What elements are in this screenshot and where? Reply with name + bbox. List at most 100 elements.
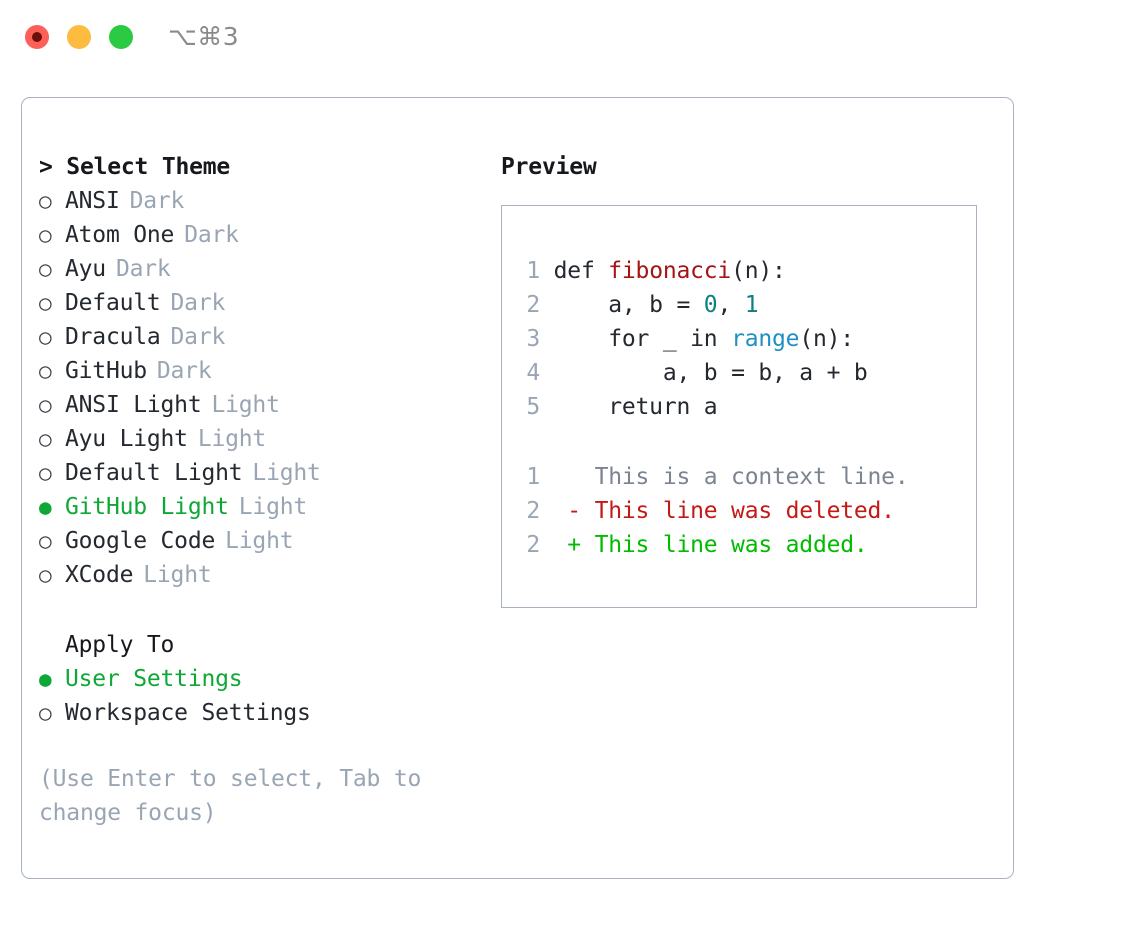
theme-list-item[interactable]: ○ ANSI Light Light [39,388,479,422]
theme-kind-label: Light [225,528,294,554]
apply-to-option[interactable]: ○ Workspace Settings [39,696,479,730]
theme-kind-label: Light [252,460,321,486]
code-line: 4 a, b = b, a + b [518,356,976,390]
code-token: , [717,292,745,318]
minimize-window-button[interactable] [67,25,91,49]
radio-unselected-icon: ○ [39,701,52,725]
code-token: def [553,258,609,284]
theme-kind-label: Dark [156,358,212,384]
radio-unselected-icon: ○ [39,189,52,213]
radio-unselected-icon: ○ [39,223,52,247]
theme-list-item[interactable]: ○ Dracula Dark [39,320,479,354]
theme-name-label: Default [65,290,161,316]
theme-name-label: GitHub Light [65,494,229,520]
apply-to-label: User Settings [65,666,243,692]
diff-line-text: - This line was deleted. [540,498,895,524]
radio-unselected-icon: ○ [39,563,52,587]
theme-kind-label: Dark [129,188,185,214]
preview-column: Preview 1 def fibonacci(n):2 a, b = 0, 1… [501,150,991,608]
zoom-window-button[interactable] [109,25,133,49]
line-number: 4 [526,360,540,386]
theme-name-label: Ayu [65,256,106,282]
apply-to-option[interactable]: ● User Settings [39,662,479,696]
preview-heading: Preview [501,154,597,180]
theme-list-item[interactable]: ○ GitHub Dark [39,354,479,388]
close-window-button[interactable] [25,25,49,49]
select-theme-heading: > Select Theme [39,154,231,180]
theme-kind-label: Dark [170,324,226,350]
radio-unselected-icon: ○ [39,529,52,553]
diff-line-text: + This line was added. [540,532,868,558]
radio-unselected-icon: ○ [39,461,52,485]
theme-list-item[interactable]: ○ XCode Light [39,558,479,592]
radio-unselected-icon: ○ [39,257,52,281]
code-token: (n): [799,326,854,352]
line-number: 3 [526,326,540,352]
theme-list-item[interactable]: ○ ANSI Dark [39,184,479,218]
line-number: 2 [526,532,540,558]
line-number: 1 [526,464,540,490]
code-token: fibonacci [608,258,732,284]
theme-kind-label: Dark [184,222,239,248]
code-token: range [731,326,800,352]
theme-list-item[interactable]: ○ Ayu Dark [39,252,479,286]
theme-name-label: ANSI [65,188,120,214]
keyboard-shortcut-label: ⌥⌘3 [168,22,240,51]
code-diff-spacer [518,424,976,460]
diff-sample: 1 This is a context line.2 - This line w… [518,460,976,562]
theme-kind-label: Dark [115,256,171,282]
line-number: 5 [526,394,540,420]
code-line: 2 a, b = 0, 1 [518,288,976,322]
theme-name-label: ANSI Light [65,392,202,418]
theme-kind-label: Dark [170,290,226,316]
code-line: 3 for _ in range(n): [518,322,976,356]
diff-line-text: This is a context line. [540,464,909,490]
code-token: 1 [744,292,759,318]
theme-name-label: GitHub [65,358,147,384]
title-bar: ⌥⌘3 [0,0,1140,78]
theme-name-label: Atom One [65,222,175,248]
radio-unselected-icon: ○ [39,325,52,349]
apply-to-list: ● User Settings ○ Workspace Settings [39,662,479,730]
radio-unselected-icon: ○ [39,393,52,417]
theme-list-item[interactable]: ○ Google Code Light [39,524,479,558]
radio-unselected-icon: ○ [39,427,52,451]
line-number: 2 [526,292,540,318]
code-token: a, b = [553,292,704,318]
radio-selected-icon: ● [39,667,52,691]
theme-name-label: Default Light [65,460,243,486]
theme-list-item[interactable]: ○ Default Light Light [39,456,479,490]
theme-name-label: Dracula [65,324,161,350]
theme-kind-label: Light [143,562,212,588]
code-token: for _ in [553,326,732,352]
theme-name-label: Ayu Light [65,426,188,452]
radio-unselected-icon: ○ [39,291,52,315]
theme-name-label: Google Code [65,528,216,554]
theme-list-item[interactable]: ○ Ayu Light Light [39,422,479,456]
theme-list-item[interactable]: ○ Default Dark [39,286,479,320]
apply-to-heading: Apply To [65,632,175,658]
radio-unselected-icon: ○ [39,359,52,383]
theme-list-item[interactable]: ○ Atom One Dark [39,218,479,252]
radio-selected-icon: ● [39,495,52,519]
code-token: a, b = b, a + b [553,360,868,386]
diff-line: 2 - This line was deleted. [518,494,976,528]
line-number: 1 [526,258,540,284]
line-number: 2 [526,498,540,524]
theme-name-label: XCode [65,562,134,588]
apply-to-label: Workspace Settings [65,700,311,726]
code-line: 1 def fibonacci(n): [518,254,976,288]
diff-line: 2 + This line was added. [518,528,976,562]
keyboard-hint-text: (Use Enter to select, Tab to change focu… [39,766,422,826]
code-token: (n): [731,258,786,284]
theme-kind-label: Light [197,426,267,452]
theme-kind-label: Light [211,392,280,418]
code-token: 0 [703,292,718,318]
code-token: return a [553,394,718,420]
